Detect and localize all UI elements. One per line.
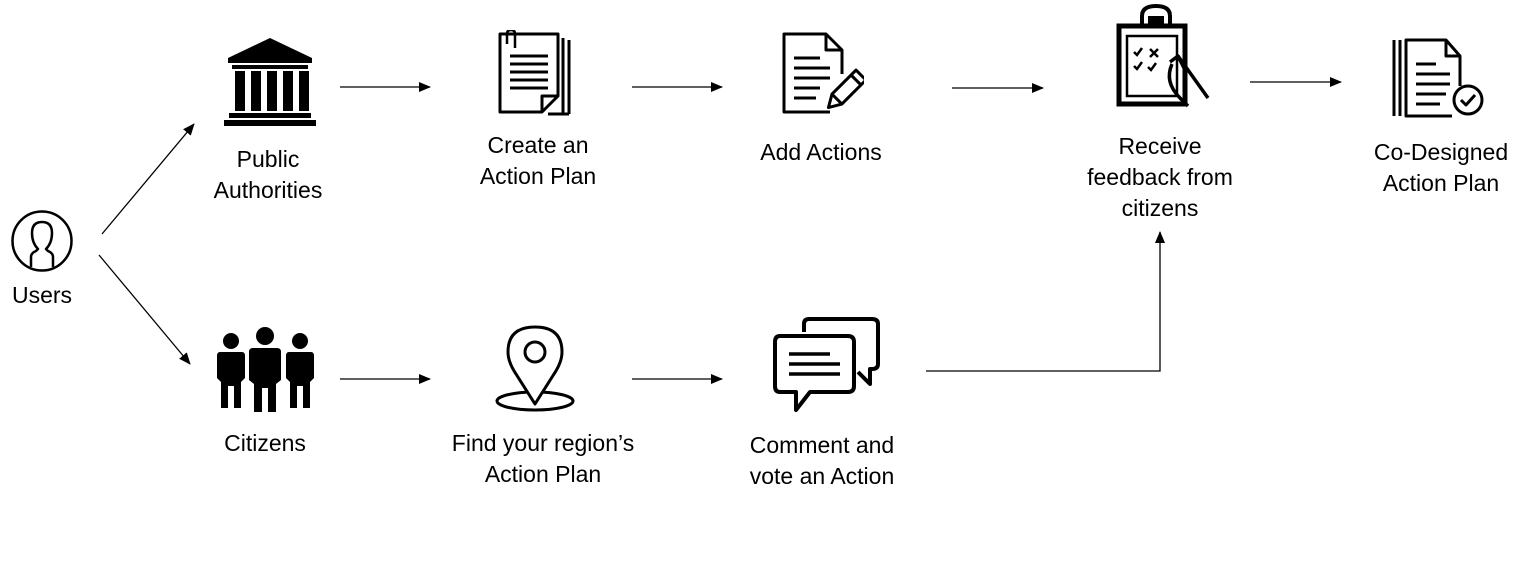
arrow-comment-to-feedback (926, 231, 1165, 372)
add-actions-label: Add Actions (760, 139, 882, 165)
document-edit-pencil-icon (782, 32, 864, 114)
location-pin-icon (495, 325, 575, 412)
co-designed-plan-label: Co-Designed Action Plan (1373, 139, 1509, 196)
arrow-users-to-authorities (101, 123, 195, 235)
receive-feedback-label: Receive feedback from citizens (1087, 133, 1233, 221)
government-building-icon (224, 38, 316, 126)
arrow-users-to-citizens (98, 254, 191, 365)
group-of-people-icon (217, 327, 314, 412)
comment-vote-label: Comment and vote an Action (749, 432, 895, 489)
user-outline-icon (11, 210, 73, 272)
public-authorities-label: Public Authorities (213, 146, 323, 203)
document-with-clip-icon (498, 30, 571, 116)
users-label: Users (11, 282, 73, 308)
citizens-label: Citizens (224, 430, 306, 456)
document-approved-icon (1392, 38, 1484, 118)
chat-bubbles-icon (773, 317, 880, 412)
find-region-plan-label: Find your region’s Action Plan (451, 430, 635, 487)
clipboard-checklist-icon (1116, 3, 1210, 108)
create-action-plan-label: Create an Action Plan (479, 132, 597, 189)
